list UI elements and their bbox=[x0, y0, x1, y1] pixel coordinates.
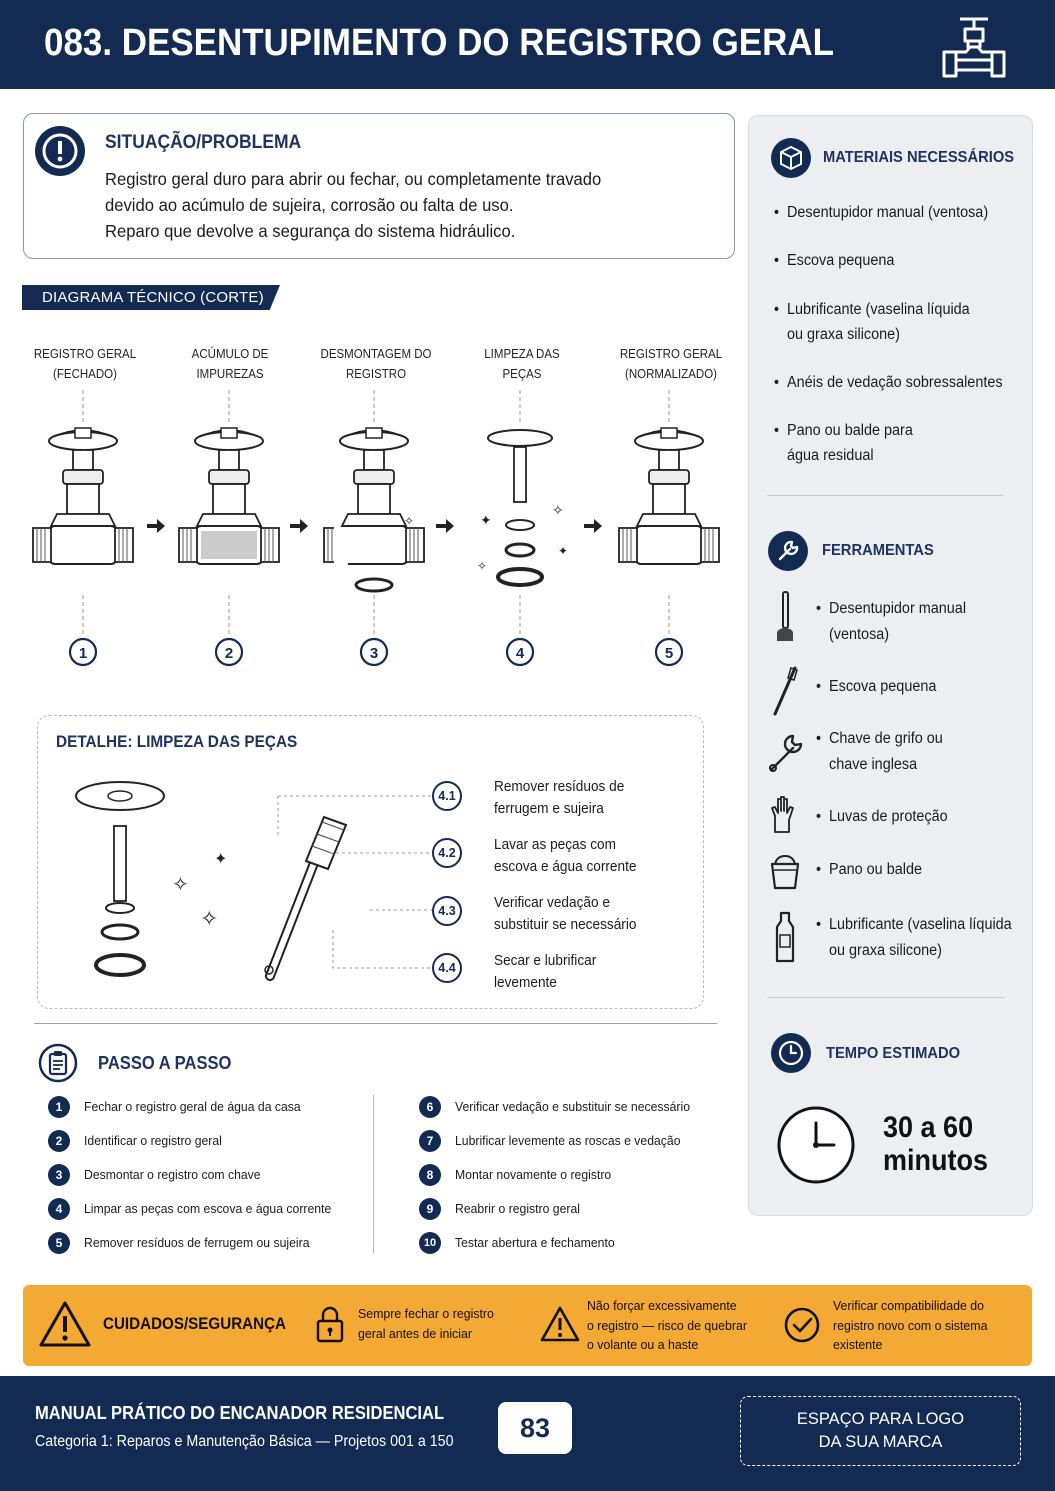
detail-illustration: ✧ ✧ ✦ bbox=[75, 781, 433, 981]
detail-cleaning-box: DETALHE: LIMPEZA DAS PEÇAS ✧ ✧ ✦ 4.1 4.2… bbox=[37, 715, 704, 1009]
bucket-icon bbox=[770, 854, 800, 890]
logo-placeholder: ESPAÇO PARA LOGO DA SUA MARCA bbox=[740, 1396, 1021, 1466]
stage-label-5: REGISTRO GERAL(NORMALIZADO) bbox=[619, 347, 723, 381]
situation-box: SITUAÇÃO/PROBLEMA Registro geral duro pa… bbox=[23, 113, 735, 259]
alert-icon bbox=[35, 126, 85, 176]
page-number: 83 bbox=[498, 1402, 572, 1454]
svg-text:✦: ✦ bbox=[558, 544, 568, 558]
section-divider bbox=[34, 1023, 717, 1024]
brush-illustration bbox=[264, 815, 348, 981]
material-item-1: Desentupidor manual (ventosa) bbox=[774, 200, 1010, 225]
svg-text:✦: ✦ bbox=[480, 513, 492, 529]
valve-restored bbox=[618, 427, 720, 565]
valve-closed bbox=[32, 427, 134, 565]
tool-item-2: Escova pequena bbox=[816, 674, 1015, 700]
svg-text:✧: ✧ bbox=[404, 514, 414, 528]
stage-number-3: 3 bbox=[370, 645, 378, 662]
steps-column-divider bbox=[373, 1095, 374, 1253]
detail-title: DETALHE: LIMPEZA DAS PEÇAS bbox=[56, 733, 298, 751]
svg-text:✧: ✧ bbox=[552, 503, 564, 519]
gloves-icon bbox=[771, 796, 794, 833]
situation-text: Registro geral duro para abrir ou fechar… bbox=[105, 169, 602, 241]
clipboard-icon bbox=[38, 1043, 78, 1083]
stage-number-1: 1 bbox=[79, 645, 87, 662]
clock-icon bbox=[777, 1106, 855, 1184]
tool-item-4: Luvas de proteção bbox=[816, 804, 1015, 830]
box-icon bbox=[771, 138, 811, 178]
page-header: 083. DESENTUPIMENTO DO REGISTRO GERAL bbox=[0, 0, 1055, 89]
clock-circle-icon bbox=[771, 1033, 811, 1073]
sidebar-divider bbox=[767, 495, 1003, 496]
lubricant-bottle-icon bbox=[775, 911, 795, 963]
stage-number-4: 4 bbox=[516, 645, 525, 662]
svg-text:✧: ✧ bbox=[200, 907, 218, 932]
warning-icon bbox=[540, 1306, 580, 1342]
svg-text:✦: ✦ bbox=[214, 849, 227, 868]
check-circle-icon bbox=[784, 1307, 820, 1343]
safety-title: CUIDADOS/SEGURANÇA bbox=[103, 1315, 287, 1333]
diagram-tag: DIAGRAMA TÉCNICO (CORTE) bbox=[22, 285, 280, 310]
materials-title: MATERIAIS NECESSÁRIOS bbox=[823, 149, 1015, 166]
lock-icon bbox=[316, 1306, 344, 1343]
wrench-circle-icon bbox=[768, 531, 808, 571]
plunger-icon bbox=[777, 591, 793, 641]
tool-item-5: Pano ou balde bbox=[816, 857, 1015, 883]
footer-subtitle: Categoria 1: Reparos e Manutenção Básica… bbox=[35, 1433, 454, 1450]
tools-title: FERRAMENTAS bbox=[822, 542, 934, 559]
valve-disassembled: ✧ bbox=[323, 427, 425, 593]
sidebar-divider bbox=[767, 997, 1005, 998]
detail-badge-4-4: 4.4 bbox=[432, 953, 462, 983]
safety-bar: CUIDADOS/SEGURANÇA Sempre fechar o regis… bbox=[23, 1285, 1032, 1366]
detail-badge-4-2: 4.2 bbox=[432, 838, 462, 868]
steps-title: PASSO A PASSO bbox=[98, 1053, 232, 1073]
tool-item-1: Desentupidor manual(ventosa) bbox=[816, 596, 1015, 648]
stage-label-1: REGISTRO GERAL(FECHADO) bbox=[33, 347, 137, 381]
situation-title: SITUAÇÃO/PROBLEMA bbox=[105, 132, 302, 153]
footer-title: MANUAL PRÁTICO DO ENCANADOR RESIDENCIAL bbox=[35, 1403, 445, 1423]
page-footer: MANUAL PRÁTICO DO ENCANADOR RESIDENCIAL … bbox=[0, 1376, 1055, 1491]
stage-number-2: 2 bbox=[225, 645, 233, 662]
svg-text:✧: ✧ bbox=[477, 559, 487, 573]
sidebar: MATERIAIS NECESSÁRIOS Desentupidor manua… bbox=[748, 115, 1033, 1216]
technical-diagram: ✧ ✦ ✧ ✧ ✦ 1 2 3 4 5 bbox=[32, 390, 720, 667]
valve-icon bbox=[942, 17, 1006, 78]
page-title: 083. DESENTUPIMENTO DO REGISTRO GERAL bbox=[44, 22, 834, 64]
wrench-icon bbox=[769, 734, 803, 772]
brush-icon bbox=[773, 666, 798, 716]
material-item-4: Anéis de vedação sobressalentes bbox=[774, 370, 1010, 395]
stage-number-5: 5 bbox=[665, 645, 673, 662]
material-item-2: Escova pequena bbox=[774, 248, 1010, 273]
time-title: TEMPO ESTIMADO bbox=[826, 1045, 961, 1062]
svg-text:✧: ✧ bbox=[172, 872, 189, 896]
detail-badge-4-3: 4.3 bbox=[432, 896, 462, 926]
detail-badge-4-1: 4.1 bbox=[432, 781, 462, 811]
warning-triangle-icon bbox=[39, 1301, 91, 1347]
cleaned-parts: ✦ ✧ ✧ ✦ bbox=[477, 429, 568, 587]
